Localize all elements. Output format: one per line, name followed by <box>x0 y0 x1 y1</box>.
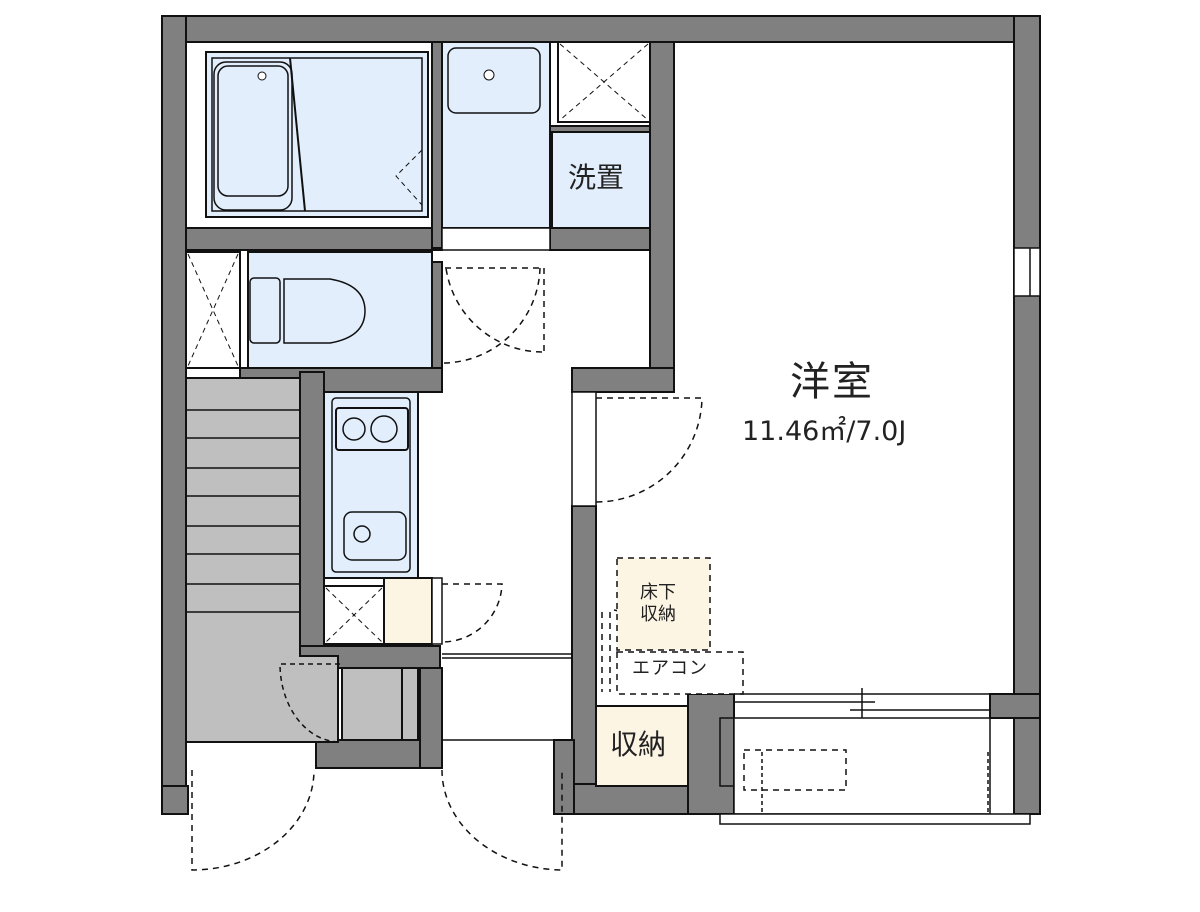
underfloor-line1: 床下 <box>640 582 676 603</box>
washroom <box>441 41 651 251</box>
washer-space-label: 洗置 <box>568 161 625 194</box>
stairs <box>185 377 419 743</box>
kitchen <box>323 391 443 645</box>
western-room-label: 洋室 <box>790 359 874 405</box>
toilet <box>247 251 433 369</box>
underfloor-storage-label: 床下 収納 <box>640 582 676 626</box>
storage-label: 収納 <box>610 728 667 761</box>
bathroom <box>185 41 433 229</box>
shaft-boxes <box>185 41 651 645</box>
hall-lines <box>442 247 1041 741</box>
storage-areas <box>595 557 744 787</box>
air-conditioner-label: エアコン <box>632 658 708 679</box>
balcony <box>719 688 1031 825</box>
western-room-area: 11.46㎡/7.0J <box>742 416 907 447</box>
underfloor-line2: 収納 <box>640 604 676 625</box>
